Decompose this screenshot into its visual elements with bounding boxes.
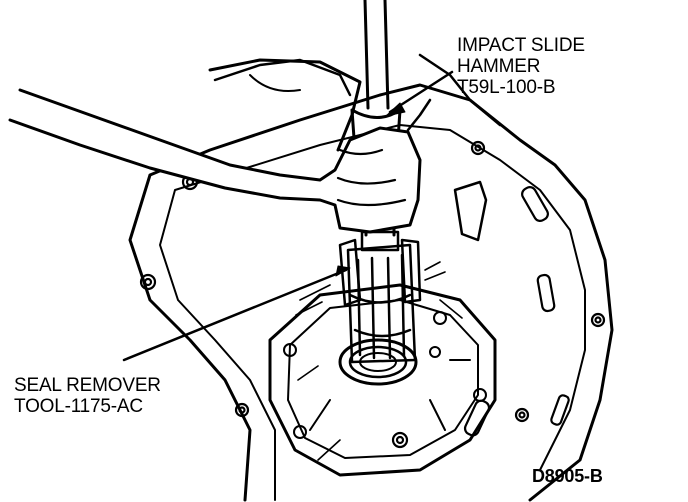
seal-remover-label-line1: SEAL REMOVER [14,375,161,396]
hatching [295,261,463,461]
figure-code: D8905-B [532,466,603,486]
impact-hammer-label-line1: IMPACT SLIDE [457,35,585,56]
seal-remover-tool [338,230,422,364]
retainer-plate [268,283,497,477]
seal-remover-part-number: TOOL-1175-AC [14,396,143,417]
inner-casting [453,180,488,242]
housing-inner-rim [159,124,586,501]
bolt-bosses [139,140,606,449]
impact-hammer-label-line2: HAMMER [457,56,541,77]
housing-outline [128,83,614,502]
retainer-bolts [283,311,487,439]
housing-slots [463,186,570,437]
leader-seal [122,268,348,362]
sleeve-top [208,58,362,152]
impact-hammer-part-number: T59L-100-B [457,77,556,98]
seal-bore [338,338,418,386]
hand-arm [8,88,422,234]
